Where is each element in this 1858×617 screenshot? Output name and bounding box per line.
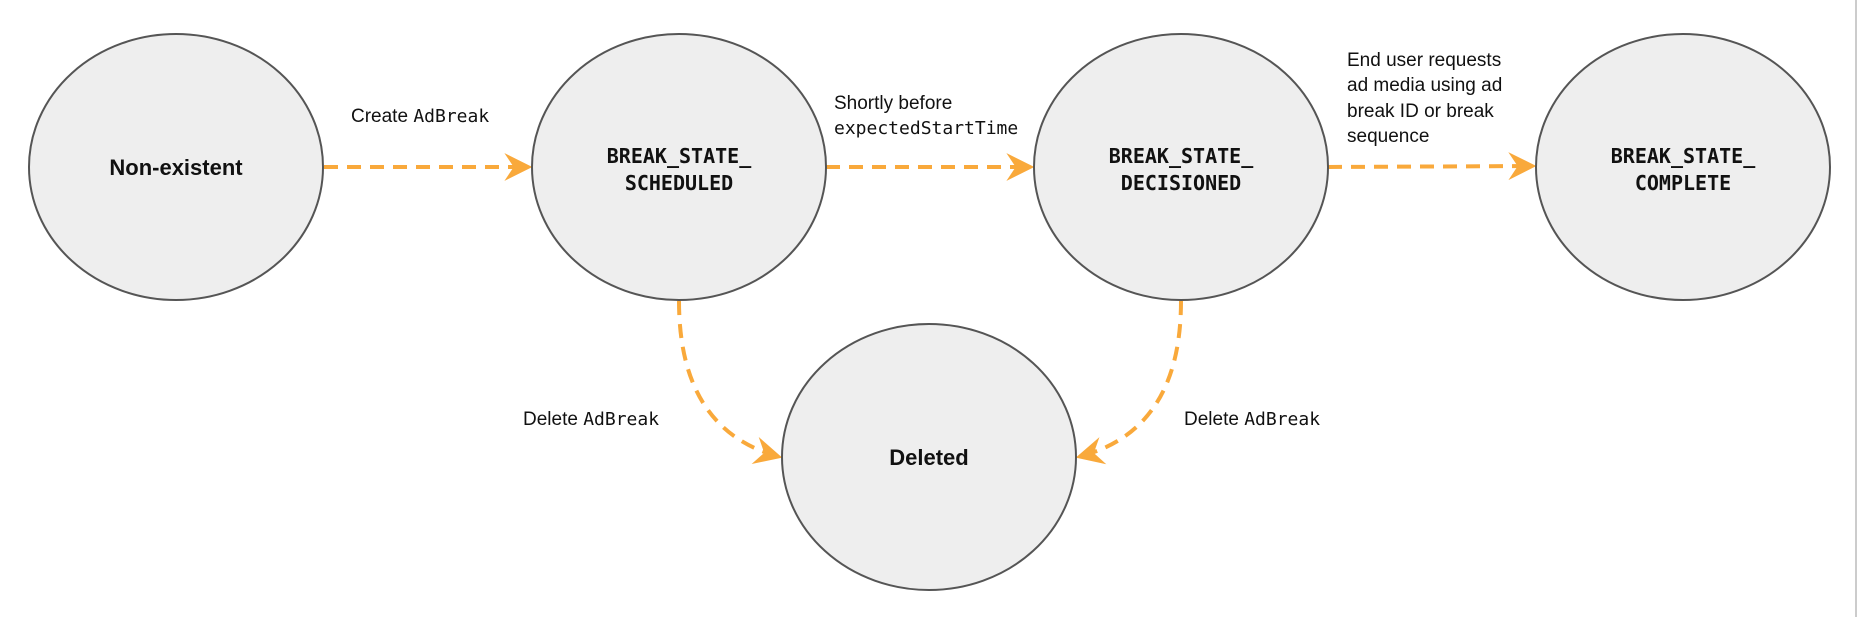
delete-right-code: AdBreak	[1244, 409, 1320, 430]
delete-right-label: Delete AdBreak	[1184, 409, 1320, 430]
delete-left-text: Delete	[523, 409, 583, 430]
deleted-label: Deleted	[889, 445, 968, 470]
node-deleted	[781, 323, 1077, 591]
node-decisioned	[1033, 33, 1329, 301]
node-complete	[1535, 33, 1831, 301]
complete-label-1: BREAK_STATE_	[1611, 144, 1756, 168]
shortly-line1: Shortly before	[834, 93, 952, 114]
enduser-line3: break ID or break	[1347, 101, 1494, 122]
complete-label-2: COMPLETE	[1635, 171, 1731, 195]
edge-delete-decisioned	[1075, 300, 1183, 465]
shortly-code: expectedStartTime	[834, 118, 1018, 139]
delete-left-label: Delete AdBreak	[523, 409, 659, 430]
node-scheduled	[531, 33, 827, 301]
decisioned-label-1: BREAK_STATE_	[1109, 144, 1254, 168]
enduser-line1: End user requests	[1347, 50, 1501, 71]
scheduled-label-2: SCHEDULED	[625, 171, 733, 195]
enduser-line2: ad media using ad	[1347, 75, 1502, 96]
create-edge-label: Create AdBreak	[351, 106, 489, 127]
delete-right-text: Delete	[1184, 409, 1244, 430]
edge-delete-scheduled	[677, 300, 783, 465]
right-border	[1855, 0, 1857, 617]
create-text: Create	[351, 106, 413, 127]
scheduled-label-1: BREAK_STATE_	[607, 144, 752, 168]
edge-complete	[1327, 152, 1537, 181]
decisioned-label-2: DECISIONED	[1121, 171, 1241, 195]
node-nonexistent	[28, 33, 324, 301]
nonexistent-label: Non-existent	[109, 155, 243, 180]
enduser-line4: sequence	[1347, 126, 1429, 147]
create-code: AdBreak	[413, 106, 489, 127]
delete-left-code: AdBreak	[583, 409, 659, 430]
